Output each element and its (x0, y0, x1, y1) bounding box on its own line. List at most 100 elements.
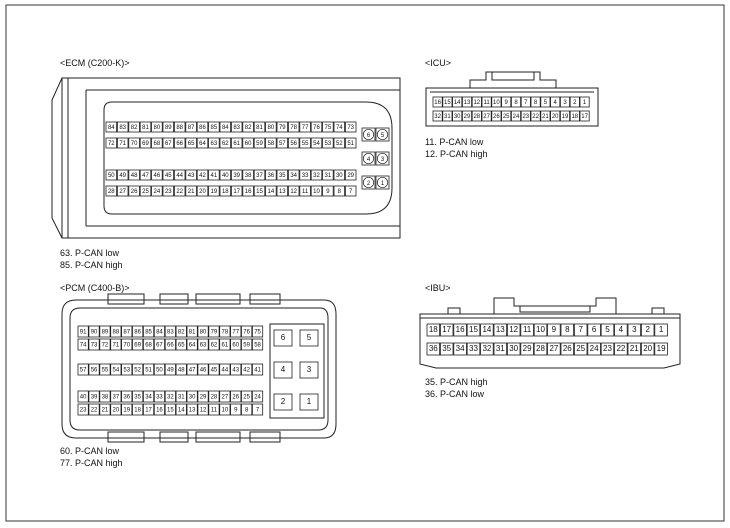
svg-text:58: 58 (254, 343, 261, 349)
svg-text:67: 67 (165, 141, 172, 147)
svg-text:35: 35 (134, 395, 141, 401)
ibu-pin: 16 (453, 323, 467, 337)
icu-pin: 1 (579, 96, 590, 108)
pcm-pin: 74 (77, 338, 89, 351)
ecm-pin: 49 (117, 169, 129, 181)
ibu-pin: 13 (493, 323, 508, 337)
svg-text:42: 42 (243, 368, 250, 374)
ecm-pin: 41 (208, 169, 220, 181)
pcm-pin: 34 (142, 390, 155, 403)
svg-text:47: 47 (142, 173, 149, 179)
svg-text:2: 2 (645, 325, 650, 334)
svg-text:17: 17 (145, 408, 152, 414)
ecm-pin: 57 (276, 137, 289, 149)
pcm-pin: 55 (99, 363, 111, 376)
svg-text:37: 37 (256, 173, 263, 179)
svg-text:67: 67 (156, 343, 163, 349)
ecm-pin: 11 (299, 185, 311, 197)
icu-pin: 9 (501, 96, 512, 108)
ecm-pin: 77 (299, 121, 311, 133)
svg-text:3: 3 (632, 325, 637, 334)
svg-text:45: 45 (211, 368, 218, 374)
icu-pin: 8 (530, 96, 541, 108)
svg-text:40: 40 (222, 173, 229, 179)
ecm-pin: 62 (219, 137, 232, 149)
svg-text:80: 80 (268, 125, 275, 131)
svg-text:18: 18 (134, 408, 141, 414)
svg-text:90: 90 (91, 330, 98, 336)
pcm-pin: 56 (88, 363, 100, 376)
svg-text:52: 52 (336, 141, 343, 147)
svg-text:23: 23 (80, 408, 87, 414)
svg-text:55: 55 (302, 141, 309, 147)
svg-text:64: 64 (189, 343, 196, 349)
svg-text:60: 60 (245, 141, 252, 147)
svg-text:16: 16 (456, 325, 465, 334)
ecm-pin: 23 (162, 185, 175, 197)
svg-text:69: 69 (134, 343, 141, 349)
svg-text:30: 30 (509, 344, 518, 353)
svg-text:88: 88 (176, 125, 183, 131)
icu-pin: 19 (560, 110, 571, 122)
ibu-pin: 34 (453, 342, 467, 356)
svg-text:63: 63 (211, 141, 218, 147)
ecm-pin: 25 (139, 185, 152, 197)
svg-text:9: 9 (505, 100, 509, 106)
pcm-pin: 70 (121, 338, 133, 351)
svg-text:21: 21 (102, 408, 109, 414)
svg-text:68: 68 (154, 141, 161, 147)
pcm-pin: 58 (251, 338, 264, 351)
svg-text:28: 28 (536, 344, 545, 353)
svg-text:6: 6 (281, 333, 286, 342)
svg-text:25: 25 (243, 395, 250, 401)
ecm-large-pin: 3 (375, 151, 390, 166)
pcm-pin: 75 (251, 325, 264, 338)
icu-pin: 20 (550, 110, 561, 122)
ibu-pin: 2 (641, 323, 655, 337)
pcm-pin: 73 (88, 338, 100, 351)
pcm-pin: 65 (175, 338, 187, 351)
icu-pin: 4 (550, 96, 561, 108)
svg-text:7: 7 (524, 100, 528, 106)
ecm-pin: 83 (230, 121, 243, 133)
svg-text:9: 9 (234, 408, 238, 414)
ecm-pin: 12 (287, 185, 300, 197)
svg-text:74: 74 (80, 343, 87, 349)
svg-text:80: 80 (154, 125, 161, 131)
svg-text:12: 12 (200, 408, 207, 414)
ecm-pin: 65 (185, 137, 197, 149)
ibu-pin: 24 (587, 342, 601, 356)
ecm-pin: 69 (139, 137, 152, 149)
svg-text:20: 20 (552, 114, 559, 120)
svg-text:13: 13 (279, 189, 286, 195)
ibu-pin: 36 (426, 342, 441, 356)
svg-text:68: 68 (145, 343, 152, 349)
pcm-pin: 10 (219, 403, 231, 416)
svg-text:28: 28 (211, 395, 218, 401)
svg-text:1: 1 (583, 100, 587, 106)
ecm-pin: 43 (185, 169, 197, 181)
svg-text:20: 20 (113, 408, 120, 414)
pcm-pin: 69 (132, 338, 144, 351)
ecm-pin: 29 (344, 169, 357, 181)
svg-text:44: 44 (176, 173, 183, 179)
svg-text:47: 47 (189, 368, 196, 374)
ecm-pin: 47 (139, 169, 152, 181)
ecm-pin: 36 (265, 169, 277, 181)
pcm-pin: 78 (219, 325, 231, 338)
svg-text:1: 1 (307, 397, 312, 406)
svg-text:8: 8 (245, 408, 249, 414)
svg-text:9: 9 (326, 189, 330, 195)
svg-text:3: 3 (307, 365, 312, 374)
ecm-pin: 39 (230, 169, 243, 181)
svg-text:15: 15 (256, 189, 263, 195)
svg-text:22: 22 (91, 408, 98, 414)
ibu-pin: 27 (547, 342, 561, 356)
icu-title: <ICU> (425, 58, 452, 68)
svg-text:40: 40 (80, 395, 87, 401)
svg-text:49: 49 (119, 173, 126, 179)
svg-text:14: 14 (268, 189, 275, 195)
svg-text:33: 33 (469, 344, 478, 353)
svg-text:71: 71 (113, 343, 120, 349)
svg-text:50: 50 (156, 368, 163, 374)
